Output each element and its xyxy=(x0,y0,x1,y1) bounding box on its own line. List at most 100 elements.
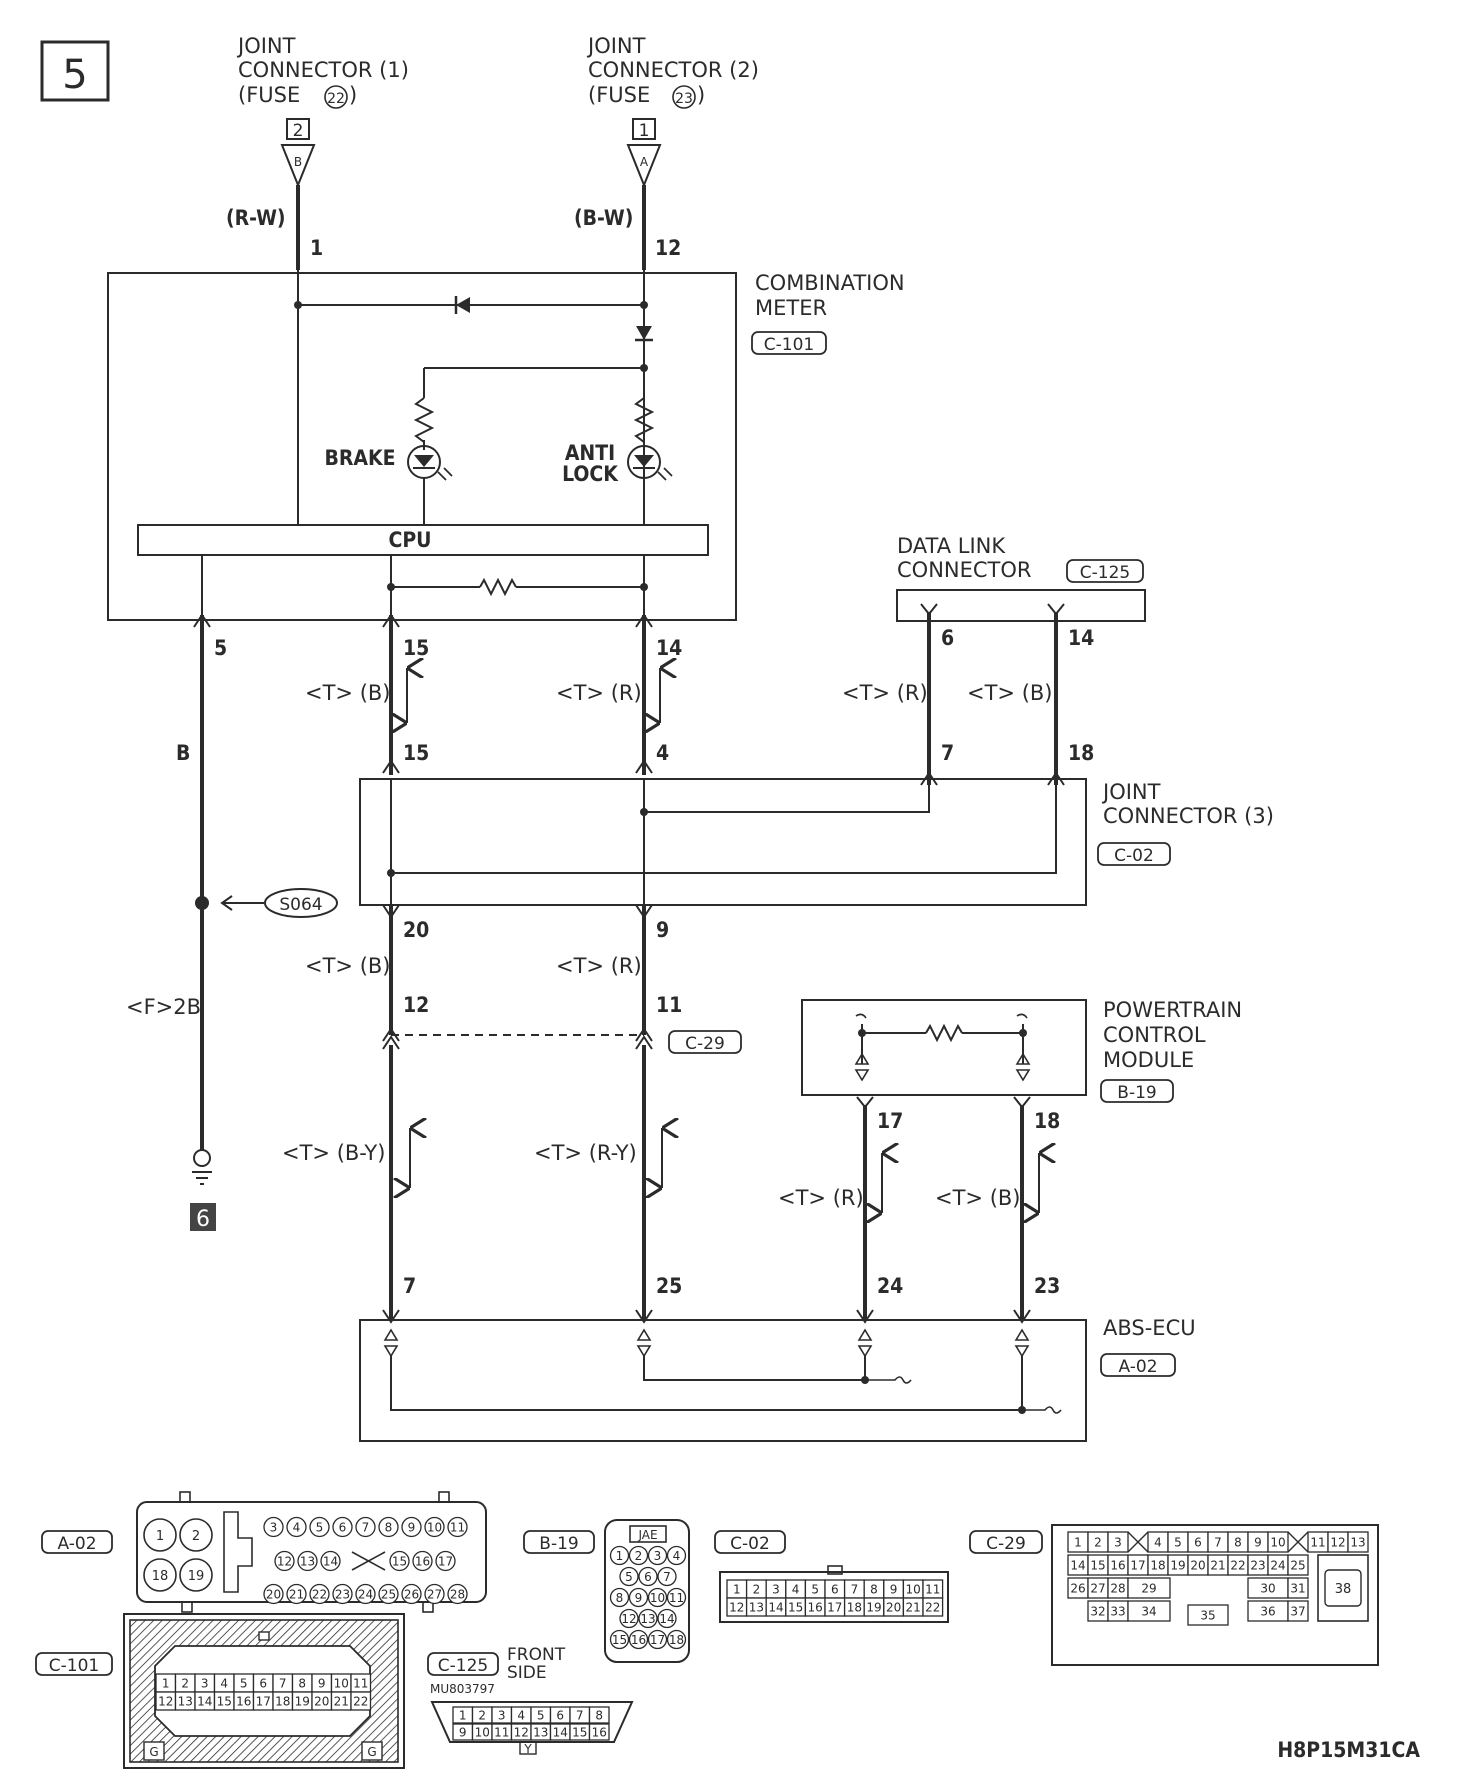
a02-pin: 19 xyxy=(188,1569,205,1584)
c02-pin: 5 xyxy=(811,1583,819,1597)
c29-pin: 2 xyxy=(1094,1536,1102,1550)
svg-text:JOINT: JOINT xyxy=(236,34,296,58)
ground-wire: 5 B S064 <F>2B 6 xyxy=(126,613,338,1232)
wire-j9: 9 <T> (R) 11 xyxy=(556,904,682,1035)
terminating-resistor xyxy=(479,577,517,597)
svg-text:<T> (B): <T> (B) xyxy=(935,1186,1021,1210)
jc3-code: C-02 xyxy=(1114,846,1154,866)
c29-pin: 16 xyxy=(1110,1559,1125,1573)
c125-pin: 2 xyxy=(478,1709,486,1723)
c29-pin: 22 xyxy=(1230,1559,1245,1573)
c101-pin: 16 xyxy=(236,1695,251,1709)
c125-pin: 7 xyxy=(576,1709,584,1723)
joint-connector-2-label: JOINT CONNECTOR (2) (FUSE 23 ) xyxy=(586,34,759,109)
c29-pin: 35 xyxy=(1200,1609,1215,1623)
c125-pin: 8 xyxy=(595,1709,603,1723)
c02-pin: 2 xyxy=(753,1583,761,1597)
svg-text:<F>2B: <F>2B xyxy=(126,995,201,1019)
c125-pin: 12 xyxy=(514,1726,529,1740)
c29-pin: 30 xyxy=(1260,1582,1275,1596)
c29-pin: 38 xyxy=(1335,1582,1352,1597)
c101-pin: 11 xyxy=(353,1677,368,1691)
cpu-block xyxy=(137,524,709,556)
svg-text:A-02: A-02 xyxy=(57,1534,96,1554)
svg-text:(FUSE: (FUSE xyxy=(588,83,650,107)
dlc-code: C-125 xyxy=(1080,563,1130,583)
c29-pin: 5 xyxy=(1174,1536,1182,1550)
c125-pin: 6 xyxy=(556,1709,564,1723)
c29-pin: 37 xyxy=(1290,1605,1305,1619)
wire-label-r-w: (R-W) xyxy=(226,206,286,230)
c125-pin: 4 xyxy=(517,1709,525,1723)
a02-pin: 15 xyxy=(392,1555,407,1569)
wire-dlc14: 14 18 <T> (B) xyxy=(967,603,1094,786)
pin-meter-12: 12 xyxy=(655,236,681,260)
c101-pin: 19 xyxy=(295,1695,310,1709)
pin-meter-1: 1 xyxy=(310,236,323,260)
combination-meter: COMBINATION METER C-101 xyxy=(107,270,905,621)
c125-pin: 13 xyxy=(533,1726,548,1740)
a02-pin: 21 xyxy=(289,1588,304,1602)
c02-pin: 7 xyxy=(851,1583,859,1597)
svg-text:CONNECTOR (2): CONNECTOR (2) xyxy=(588,58,759,82)
c02-pin: 20 xyxy=(886,1601,901,1615)
pcm-code: B-19 xyxy=(1117,1083,1156,1103)
splice-s064: S064 xyxy=(279,895,322,915)
svg-text:1: 1 xyxy=(639,121,650,141)
c29-pin: 23 xyxy=(1250,1559,1265,1573)
svg-text:MU803797: MU803797 xyxy=(430,1682,495,1696)
c02-pin: 15 xyxy=(788,1601,803,1615)
c02-pin: 12 xyxy=(729,1601,744,1615)
svg-text:<T> (R): <T> (R) xyxy=(556,681,642,705)
c101-pin: 18 xyxy=(275,1695,290,1709)
svg-text:C-125: C-125 xyxy=(438,1656,488,1676)
c29-pin: 36 xyxy=(1260,1605,1275,1619)
fuse-terminal-right: 1 A xyxy=(626,118,662,188)
b19-pin: 6 xyxy=(644,1570,652,1584)
b19-pin: 11 xyxy=(669,1591,684,1605)
diode-horizontal xyxy=(454,296,470,314)
svg-text:JAE: JAE xyxy=(637,1528,657,1542)
svg-text:20: 20 xyxy=(403,918,429,942)
c101-pin: 22 xyxy=(353,1695,368,1709)
wire-pcm17: 17 <T> (R) 24 xyxy=(778,1096,903,1324)
svg-text:Y: Y xyxy=(523,1742,532,1756)
svg-text:B-19: B-19 xyxy=(539,1534,578,1554)
c125-pin: 1 xyxy=(459,1709,467,1723)
a02-pin: 14 xyxy=(323,1555,338,1569)
c02-pin: 4 xyxy=(792,1583,800,1597)
svg-text:): ) xyxy=(697,83,705,107)
svg-text:14: 14 xyxy=(656,636,682,660)
diode-vertical xyxy=(635,326,653,342)
c101-pin: 10 xyxy=(334,1677,349,1691)
wire-meter14: 14 4 <T> (R) xyxy=(556,613,682,775)
c02-pin: 18 xyxy=(847,1601,862,1615)
svg-text:<T> (R): <T> (R) xyxy=(556,954,642,978)
b19-pin: 13 xyxy=(640,1612,655,1626)
c101-pin: 20 xyxy=(314,1695,329,1709)
ground-point-number: 6 xyxy=(196,1207,210,1232)
c125-pin: 9 xyxy=(459,1726,467,1740)
a02-pin: 27 xyxy=(427,1588,442,1602)
c02-pin: 13 xyxy=(749,1601,764,1615)
svg-text:17: 17 xyxy=(877,1109,903,1133)
fuse-terminal-left: 2 B xyxy=(280,118,316,188)
c125-pin: 16 xyxy=(592,1726,607,1740)
b19-pin: 18 xyxy=(669,1633,684,1647)
c29-pin: 12 xyxy=(1330,1536,1345,1550)
c02-pin: 11 xyxy=(925,1583,940,1597)
cpu-label: CPU xyxy=(388,528,431,552)
b19-pin: 1 xyxy=(616,1549,624,1563)
c29-pin: 27 xyxy=(1090,1582,1105,1596)
c29-pin: 26 xyxy=(1070,1582,1085,1596)
svg-text:6: 6 xyxy=(941,626,954,650)
svg-text:ANTI: ANTI xyxy=(565,441,615,465)
brake-label: BRAKE xyxy=(324,446,395,470)
c29-pin: 11 xyxy=(1310,1536,1325,1550)
svg-text:<T> (R-Y): <T> (R-Y) xyxy=(534,1141,637,1165)
svg-text:CONNECTOR: CONNECTOR xyxy=(897,558,1032,582)
joint-connector-1-label: JOINT CONNECTOR (1) (FUSE 22 ) xyxy=(236,34,409,109)
